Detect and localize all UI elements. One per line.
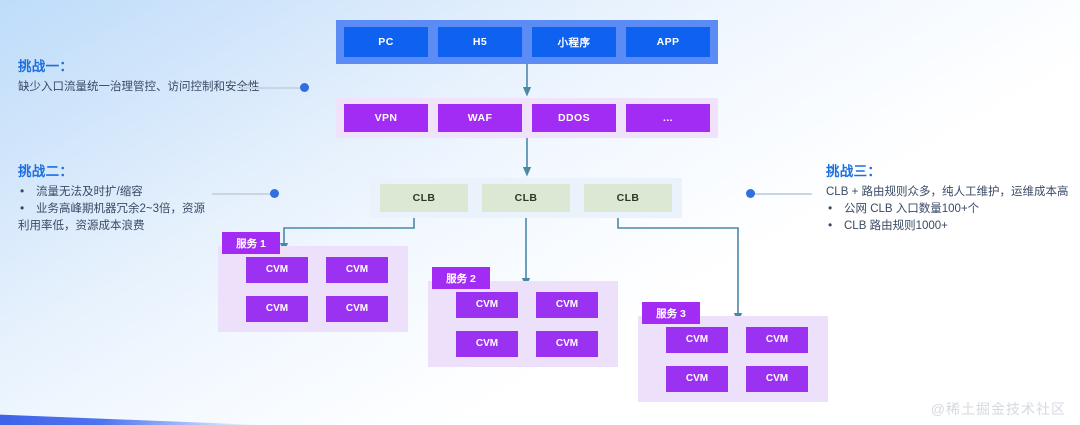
cvm-instance[interactable]: CVM [246, 256, 308, 283]
service-1-instances: CVM CVM CVM CVM [218, 246, 408, 332]
challenge-one-block: 挑战一： 缺少入口流量统一治理管控、访问控制和安全性 [18, 55, 260, 96]
challenge-two-title: 挑战二： [18, 164, 74, 179]
cvm-instance[interactable]: CVM [326, 295, 388, 322]
client-node-app[interactable]: APP [626, 27, 710, 57]
challenge-three-line-1: CLB + 路由规则众多，纯人工维护，运维成本高 [826, 186, 1069, 198]
cvm-instance[interactable]: CVM [326, 256, 388, 283]
service-3-label: 服务 3 [642, 302, 700, 324]
challenge-two-bullet-2: 业务高峰期机器冗余2~3倍，资源 [18, 200, 205, 218]
clb-node-3[interactable]: CLB [584, 184, 672, 212]
security-node-vpn[interactable]: VPN [344, 104, 428, 132]
watermark: @稀土掘金技术社区 [930, 401, 1066, 417]
leader-dot-two [270, 189, 279, 198]
cvm-instance[interactable]: CVM [666, 326, 728, 353]
leader-line-one [240, 87, 302, 89]
leader-dot-one [300, 83, 309, 92]
corner-wedge-decoration [0, 414, 260, 425]
cvm-instance[interactable]: CVM [536, 291, 598, 318]
security-node-waf[interactable]: WAF [438, 104, 522, 132]
security-layer-band: VPN WAF DDOS ... [336, 98, 718, 138]
clb-node-2[interactable]: CLB [482, 184, 570, 212]
clb-layer-band: CLB CLB CLB [370, 178, 682, 218]
challenge-one-title: 挑战一： [18, 59, 74, 74]
challenge-one-line-1: 缺少入口流量统一治理管控、访问控制和安全性 [18, 81, 260, 93]
leader-line-two [212, 193, 274, 195]
service-1-label: 服务 1 [222, 232, 280, 254]
clb-node-1[interactable]: CLB [380, 184, 468, 212]
cvm-instance[interactable]: CVM [456, 291, 518, 318]
client-layer-band: PC H5 小程序 APP [336, 20, 718, 64]
client-node-pc[interactable]: PC [344, 27, 428, 57]
leader-line-three [750, 193, 812, 195]
service-2-instances: CVM CVM CVM CVM [428, 281, 618, 367]
cvm-instance[interactable]: CVM [536, 330, 598, 357]
challenge-two-bullet-1: 流量无法及时扩/缩容 [18, 183, 205, 201]
challenge-two-wrap-line: 利用率低，资源成本浪费 [18, 220, 145, 232]
cvm-instance[interactable]: CVM [746, 365, 808, 392]
leader-dot-three [746, 189, 755, 198]
client-node-h5[interactable]: H5 [438, 27, 522, 57]
challenge-three-bullet-1: 公网 CLB 入口数量100+个 [826, 200, 1068, 218]
challenge-three-block: 挑战三： CLB + 路由规则众多，纯人工维护，运维成本高 公网 CLB 入口数… [826, 160, 1068, 235]
cvm-instance[interactable]: CVM [666, 365, 728, 392]
challenge-three-title: 挑战三： [826, 164, 882, 179]
security-node-more[interactable]: ... [626, 104, 710, 132]
cvm-instance[interactable]: CVM [246, 295, 308, 322]
cvm-instance[interactable]: CVM [746, 326, 808, 353]
service-2-label: 服务 2 [432, 267, 490, 289]
cvm-instance[interactable]: CVM [456, 330, 518, 357]
client-node-miniprogram[interactable]: 小程序 [532, 27, 616, 57]
challenge-two-block: 挑战二： 流量无法及时扩/缩容 业务高峰期机器冗余2~3倍，资源 利用率低，资源… [18, 160, 205, 235]
service-3-instances: CVM CVM CVM CVM [638, 316, 828, 402]
security-node-ddos[interactable]: DDOS [532, 104, 616, 132]
challenge-three-bullet-2: CLB 路由规则1000+ [826, 217, 1068, 235]
